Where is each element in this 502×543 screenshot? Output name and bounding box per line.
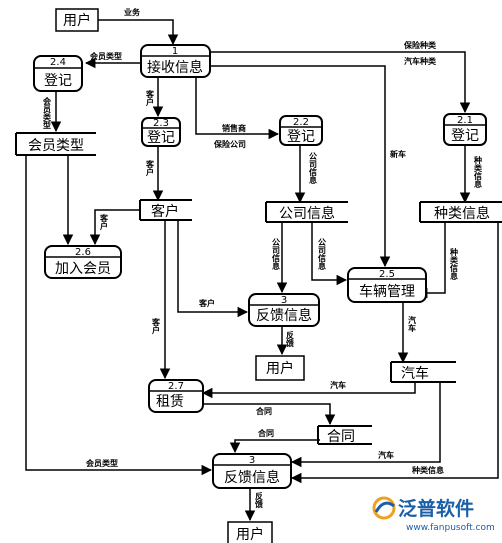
flow-label-member-type-a: 会员类型	[90, 51, 122, 61]
flow-label-company-info-c: 公司信息	[318, 238, 327, 271]
flow-label-company-info-a: 公司信息	[309, 152, 318, 185]
process-label: 登记	[147, 130, 175, 146]
flow-company-info-to-2.5	[311, 222, 348, 286]
process-label: 接收信息	[147, 59, 203, 76]
flow-label-category-info-a: 种类信息	[474, 155, 483, 189]
store-category-info: 种类信息	[419, 201, 502, 223]
process-number: 2.6	[75, 247, 91, 258]
process-number: 3	[249, 455, 255, 466]
process-number: 2.5	[379, 269, 395, 280]
flow-labels: 业务 会员类型 保险种类 汽车种类 销售商 保险公司 新车 反馈 会员类型 汽车…	[43, 7, 483, 509]
flow-label-category-info-c: 种类信息	[411, 465, 444, 475]
flow-label-contract-a: 合同	[255, 406, 272, 416]
flow-label-customer-b: 客户	[145, 159, 155, 177]
process-number: 2.4	[50, 57, 66, 68]
process-2.3: 2.3 登记	[141, 117, 181, 147]
process-label: 车辆管理	[359, 283, 415, 300]
process-3-bottom: 3 反馈信息	[212, 453, 292, 489]
store-customer: 客户	[139, 199, 192, 221]
flow-label-feedback-a: 反馈	[286, 330, 295, 348]
flow-contract-to-3b	[229, 439, 320, 454]
flow-label-car-type: 汽车种类	[404, 56, 436, 66]
store-label: 公司信息	[279, 205, 335, 222]
flow-1-to-2.2	[195, 76, 280, 140]
flow-customer-to-3a	[177, 220, 249, 318]
process-number: 2.7	[168, 381, 184, 392]
store-label: 种类信息	[434, 205, 490, 222]
flow-label-contract-b: 合同	[257, 428, 274, 438]
store-label: 会员类型	[28, 138, 84, 154]
flow-car-to-2.7	[201, 382, 416, 399]
flow-label-customer-a: 客户	[145, 89, 155, 107]
process-label: 反馈信息	[256, 307, 312, 324]
flow-label-customer-d: 客户	[151, 317, 161, 335]
entity-user-bottom: 用户	[227, 521, 273, 543]
flow-label-feedback-b2: 反馈	[255, 491, 264, 509]
store-company-info: 公司信息	[265, 201, 348, 223]
flow-1-to-2.5	[210, 65, 391, 268]
flow-member-type-to-3b	[25, 155, 213, 476]
flow-business	[98, 19, 179, 46]
flow-customer-to-2.6	[89, 209, 140, 246]
process-number: 2.2	[293, 117, 309, 128]
process-2.4: 2.4 登记	[33, 55, 83, 92]
process-label: 登记	[451, 128, 479, 144]
watermark-url: www.fanpusoft.com	[406, 523, 495, 533]
process-number: 3	[281, 295, 287, 306]
process-label: 反馈信息	[224, 469, 280, 486]
flow-label-customer-c: 客户	[99, 213, 109, 231]
process-2.2: 2.2 登记	[279, 115, 323, 146]
flow-label-member-type-c: 会员类型	[86, 458, 118, 468]
watermark-logo-icon	[372, 496, 396, 520]
process-2.6: 2.6 加入会员	[44, 245, 122, 279]
process-number: 2.1	[457, 115, 473, 126]
flow-category-info-to-3b	[290, 222, 499, 484]
watermark-logo: 泛普软件 www.fanpusoft.com	[372, 496, 495, 533]
flow-label-customer-e: 客户	[198, 298, 215, 308]
entity-label: 用户	[266, 360, 294, 377]
process-2.1: 2.1 登记	[443, 113, 487, 146]
process-1: 1 接收信息	[140, 44, 211, 78]
entity-label: 用户	[63, 12, 91, 29]
flow-label-insurance-type: 保险种类	[403, 40, 436, 50]
process-number: 2.3	[153, 118, 169, 129]
store-label: 汽车	[401, 365, 429, 382]
store-contract: 合同	[317, 425, 372, 445]
entity-user-top: 用户	[55, 8, 99, 32]
flow-label-company-info-b: 公司信息	[272, 238, 281, 271]
flow-label-category-info-b: 种类信息	[450, 247, 459, 281]
process-number: 1	[172, 46, 178, 57]
entity-label: 用户	[236, 526, 264, 543]
flow-car-to-3b	[290, 382, 441, 468]
flow-label-car-a: 汽车	[408, 315, 417, 333]
flow-label-insurer: 保险公司	[213, 139, 246, 149]
process-label: 登记	[287, 129, 315, 145]
store-car: 汽车	[390, 361, 456, 383]
process-2.7: 2.7 租赁	[148, 379, 204, 413]
process-2.5: 2.5 车辆管理	[347, 267, 427, 303]
flow-label-car-b: 汽车	[330, 380, 346, 390]
flow-label-dealer: 销售商	[222, 123, 246, 133]
process-label: 登记	[44, 73, 72, 89]
process-label: 加入会员	[55, 261, 111, 277]
store-label: 合同	[327, 429, 355, 445]
watermark-brand: 泛普软件	[398, 497, 474, 520]
flow-label-car-c: 汽车	[378, 450, 394, 460]
flow-1-to-2.1	[210, 51, 471, 114]
flow-2.7-to-contract	[203, 403, 336, 426]
store-label: 客户	[151, 203, 179, 220]
flow-label-business: 业务	[124, 7, 141, 17]
flow-label-new-car: 新车	[390, 149, 406, 159]
process-label: 租赁	[156, 394, 184, 410]
process-3-mid: 3 反馈信息	[248, 293, 320, 327]
flow-label-member-type-b: 会员类型	[43, 96, 52, 130]
entity-user-feedback: 用户	[255, 355, 305, 381]
flow-lines	[25, 19, 499, 522]
store-member-type: 会员类型	[15, 132, 96, 156]
